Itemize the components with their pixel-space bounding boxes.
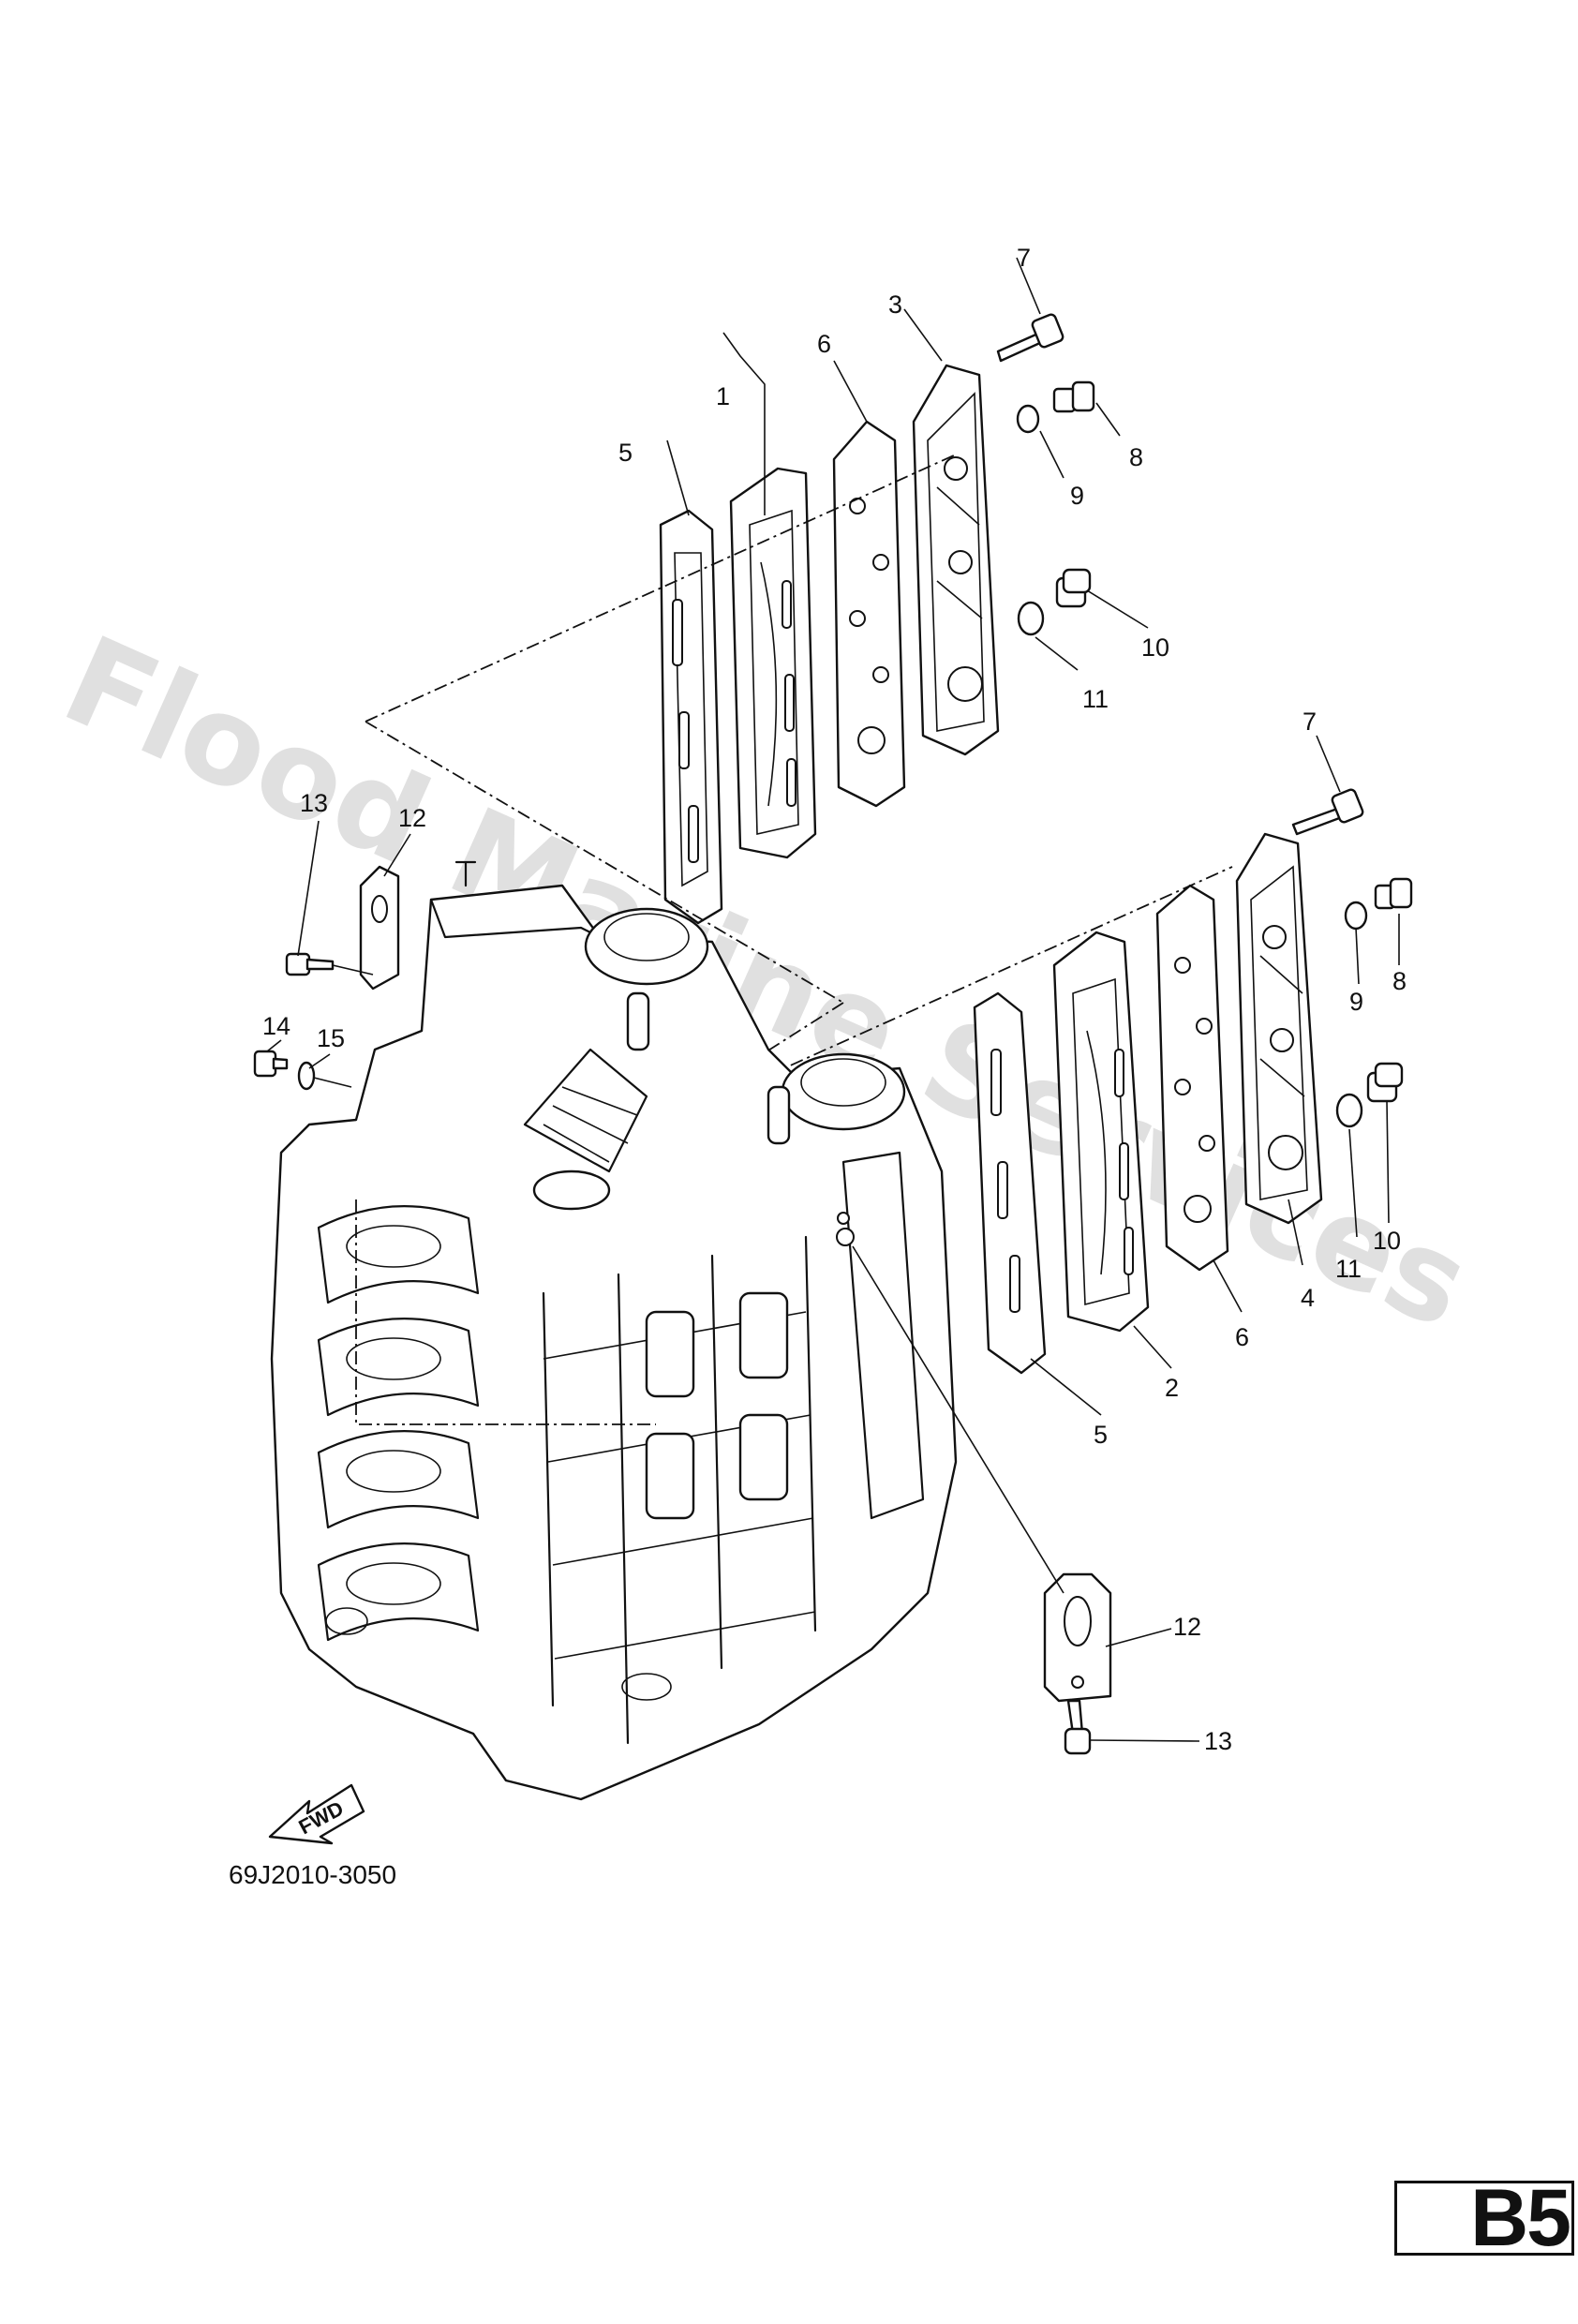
outer-cover-3 <box>912 364 1000 756</box>
gasket-5-lower <box>973 991 1047 1375</box>
callout-5-lower: 5 <box>1094 1421 1108 1449</box>
callout-15: 15 <box>317 1024 345 1052</box>
callout-7-lower: 7 <box>1303 708 1317 736</box>
anode-cover-12-lower <box>1043 1572 1112 1703</box>
gasket-5-upper <box>659 509 723 925</box>
callout-3: 3 <box>888 290 902 319</box>
page-code: B5 <box>1470 2181 1571 2256</box>
lower-cover-assembly <box>973 788 1413 1375</box>
bolt-7-upper <box>996 313 1064 363</box>
washer-11-lower <box>1335 1093 1363 1128</box>
plug-10-lower <box>1366 1062 1404 1103</box>
callout-labels: 1 5 6 3 7 8 9 10 11 7 8 9 10 11 4 6 2 5 … <box>262 244 1407 1755</box>
plug-10-upper <box>1055 568 1092 608</box>
washer-11-upper <box>1017 601 1045 636</box>
callout-9-upper: 9 <box>1070 482 1084 510</box>
callout-14: 14 <box>262 1012 290 1040</box>
callout-12-upper: 12 <box>398 804 426 832</box>
callout-6-lower: 6 <box>1235 1323 1249 1351</box>
alignment-line-lower <box>721 866 1233 1097</box>
bolt-7-lower <box>1291 788 1364 836</box>
callout-10-upper: 10 <box>1141 633 1169 662</box>
bolt-13-upper <box>285 952 335 976</box>
plug-8-upper <box>1052 380 1095 413</box>
callout-10-lower: 10 <box>1373 1227 1401 1255</box>
inner-cover-1 <box>729 467 817 859</box>
callout-13-lower: 13 <box>1204 1727 1232 1755</box>
callout-6-upper: 6 <box>817 330 831 358</box>
callout-9-lower: 9 <box>1349 988 1363 1016</box>
callout-4: 4 <box>1301 1284 1315 1312</box>
bolt-14 <box>253 1050 289 1078</box>
gasket-6-lower <box>1155 884 1229 1272</box>
callout-7-upper: 7 <box>1017 244 1031 272</box>
callout-11-lower: 11 <box>1335 1255 1362 1283</box>
washer-9-lower <box>1344 901 1368 931</box>
callout-8-upper: 8 <box>1129 443 1143 471</box>
upper-cover-assembly <box>659 313 1095 925</box>
plug-8-lower <box>1374 877 1413 910</box>
callout-13-upper: 13 <box>300 789 328 817</box>
cylinder-block <box>270 860 958 1801</box>
callout-11-upper: 11 <box>1082 685 1109 713</box>
callout-leaders <box>266 257 1400 1742</box>
callout-2: 2 <box>1165 1374 1179 1402</box>
callout-8-lower: 8 <box>1392 967 1407 995</box>
inner-cover-2 <box>1052 931 1150 1333</box>
cylinder-bores <box>317 1205 480 1642</box>
callout-1: 1 <box>716 382 730 410</box>
page-code-box: B5 <box>1394 2181 1574 2256</box>
diagram-part-number: 69J2010-3050 <box>229 1860 396 1889</box>
gasket-6-upper <box>832 420 906 808</box>
bolt-13-lower <box>1064 1699 1092 1755</box>
washer-9-upper <box>1016 404 1040 434</box>
outer-cover-4 <box>1235 832 1323 1225</box>
anode-cover-12-upper <box>359 865 400 991</box>
callout-12-lower: 12 <box>1173 1613 1201 1641</box>
callout-5-upper: 5 <box>618 439 633 467</box>
washer-15 <box>297 1061 316 1091</box>
fwd-arrow-icon: FWD <box>268 1783 365 1845</box>
